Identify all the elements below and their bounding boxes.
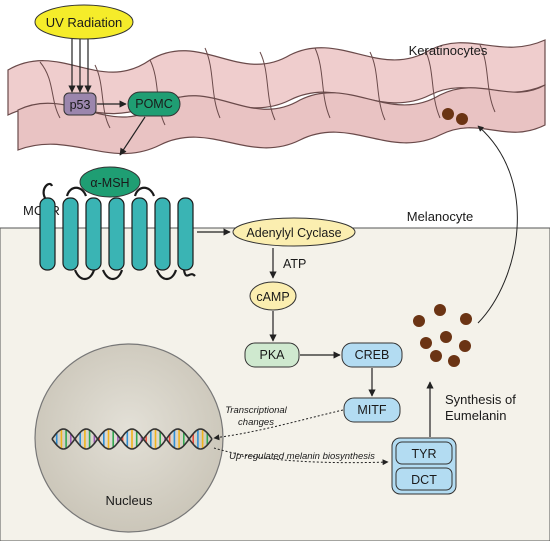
transcriptional-label-2: changes bbox=[238, 417, 274, 428]
synthesis-label-1: Synthesis of bbox=[445, 392, 516, 407]
receptor-helix bbox=[108, 197, 125, 271]
cell-border bbox=[314, 47, 331, 119]
transcriptional-label-1: Transcriptional bbox=[225, 405, 287, 416]
pomc-node bbox=[127, 91, 181, 117]
melanin-granule bbox=[430, 350, 442, 362]
tyr-node bbox=[395, 441, 453, 465]
receptor-loop bbox=[155, 269, 178, 281]
nucleus bbox=[34, 343, 224, 533]
receptor-helix bbox=[85, 197, 102, 271]
receptor-loop bbox=[133, 186, 156, 197]
atp-label: ATP bbox=[283, 257, 306, 271]
dna-helix-icon bbox=[51, 428, 213, 450]
receptor-loop bbox=[73, 269, 96, 281]
receptor-helix bbox=[177, 197, 194, 271]
cell-border bbox=[94, 64, 111, 129]
melanin-transfer-arrow bbox=[477, 125, 518, 324]
cell-border bbox=[259, 51, 276, 121]
melanin-granule bbox=[456, 113, 468, 125]
melanin-granule bbox=[413, 315, 425, 327]
receptor-helix bbox=[39, 197, 56, 271]
uv-radiation-label: UV Radiation bbox=[46, 15, 123, 30]
pomc-label: POMC bbox=[135, 97, 173, 111]
mitf-node bbox=[343, 397, 401, 423]
cell-border bbox=[39, 61, 61, 119]
melanin-granule bbox=[440, 331, 452, 343]
dct-label: DCT bbox=[411, 473, 437, 487]
camp-label: cAMP bbox=[256, 290, 289, 304]
tyr-label: TYR bbox=[412, 447, 437, 461]
melanin-granule bbox=[434, 304, 446, 316]
synthesis-label-2: Eumelanin bbox=[445, 408, 506, 423]
melanin-granule bbox=[420, 337, 432, 349]
upregulated-arrow bbox=[213, 447, 389, 466]
dct-node bbox=[395, 467, 453, 491]
p53-node bbox=[63, 92, 97, 116]
receptor-loop bbox=[42, 182, 54, 199]
receptor-loop bbox=[65, 186, 88, 197]
nucleus-label: Nucleus bbox=[106, 493, 153, 508]
melanin-cluster bbox=[413, 304, 472, 367]
cell-border bbox=[479, 44, 496, 113]
receptor-loop bbox=[101, 269, 124, 281]
mitf-label: MITF bbox=[357, 403, 387, 417]
melanin-granule bbox=[459, 340, 471, 352]
cell-border bbox=[369, 51, 386, 121]
keratinocyte-band-bottom bbox=[17, 83, 546, 155]
melanin-granule bbox=[460, 313, 472, 325]
uv-radiation-node bbox=[34, 4, 134, 40]
adenylyl-cyclase-label: Adenylyl Cyclase bbox=[246, 226, 341, 240]
transcriptional-arrow bbox=[213, 409, 344, 441]
adenylyl-cyclase-node bbox=[232, 217, 356, 247]
receptor-helix bbox=[62, 197, 79, 271]
alpha-msh-label: α-MSH bbox=[90, 176, 129, 190]
camp-node bbox=[249, 281, 297, 311]
mc1r-receptor bbox=[39, 182, 196, 281]
receptor-helix bbox=[154, 197, 171, 271]
keratinocytes-label: Keratinocytes bbox=[409, 43, 488, 58]
upregulated-label: Up-regulated melanin biosynthesis bbox=[229, 451, 375, 462]
cell-border bbox=[204, 47, 221, 119]
receptor-loop bbox=[182, 269, 196, 277]
pka-label: PKA bbox=[259, 348, 285, 362]
dna-strand bbox=[51, 428, 213, 450]
receptor-helix bbox=[131, 197, 148, 271]
creb-node bbox=[341, 342, 403, 368]
melanocyte-label: Melanocyte bbox=[407, 209, 473, 224]
dna-strand bbox=[51, 428, 213, 450]
cell-border bbox=[424, 49, 441, 119]
pka-node bbox=[244, 342, 300, 368]
creb-label: CREB bbox=[355, 348, 390, 362]
p53-label: p53 bbox=[70, 98, 91, 112]
melanin-granule bbox=[442, 108, 454, 120]
pomc-to-msh-arrow bbox=[119, 116, 146, 156]
melanin-granule bbox=[448, 355, 460, 367]
alpha-msh-node bbox=[79, 166, 141, 198]
